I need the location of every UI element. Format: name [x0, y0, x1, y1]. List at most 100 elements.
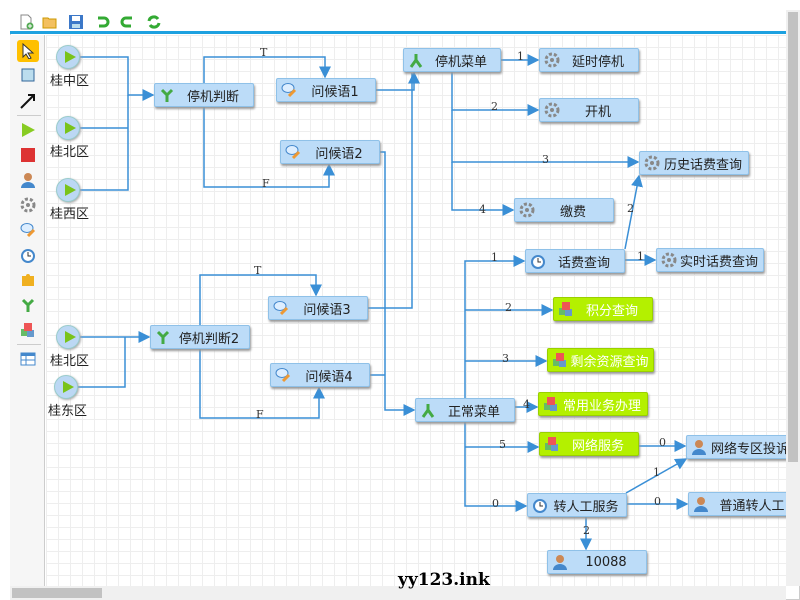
- gear-icon: [544, 102, 560, 118]
- table-icon: [20, 352, 36, 366]
- node-label: 实时话费查询: [679, 254, 758, 270]
- separator: [17, 115, 41, 116]
- marquee-tool[interactable]: [17, 64, 39, 86]
- module-node[interactable]: 剩余资源查询: [547, 348, 654, 372]
- module-node[interactable]: 积分查询: [553, 297, 653, 321]
- start-node[interactable]: [56, 116, 80, 140]
- prompt-node[interactable]: 问候语3: [268, 296, 368, 320]
- node-label: 10088: [585, 554, 627, 570]
- start-node[interactable]: [56, 45, 80, 69]
- cubes-tool[interactable]: [17, 319, 39, 341]
- fork-icon: [156, 330, 170, 344]
- refresh-icon[interactable]: [146, 14, 162, 30]
- speech-pencil-icon: [285, 145, 301, 160]
- prompt-node[interactable]: 问候语4: [270, 363, 370, 387]
- menu-branch-icon: [421, 404, 435, 418]
- open-folder-icon[interactable]: [42, 14, 58, 30]
- user-node[interactable]: 网络专区投诉: [686, 435, 796, 459]
- user-node[interactable]: 10088: [547, 550, 647, 574]
- start-node[interactable]: [56, 178, 80, 202]
- play-icon: [22, 123, 35, 137]
- user-node[interactable]: 普通转人工: [688, 492, 798, 516]
- undo-icon[interactable]: [94, 14, 110, 30]
- redo-icon[interactable]: [120, 14, 136, 30]
- separator: [17, 344, 41, 345]
- node-label: 停机判断2: [178, 331, 240, 347]
- end-tool[interactable]: [17, 144, 39, 166]
- node-label: 开机: [584, 104, 611, 120]
- palette: [10, 35, 45, 586]
- user-icon: [553, 555, 567, 570]
- plugin-tool[interactable]: [17, 269, 39, 291]
- node-label: 问候语2: [315, 146, 363, 162]
- cursor-icon: [22, 43, 35, 59]
- fork-tool[interactable]: [17, 294, 39, 316]
- start-node[interactable]: [54, 375, 78, 399]
- vertical-scroll-thumb[interactable]: [788, 12, 798, 462]
- user-icon: [692, 440, 706, 455]
- service-node[interactable]: 开机: [539, 98, 639, 122]
- cubes-icon: [545, 437, 558, 451]
- prompt-tool[interactable]: [17, 219, 39, 241]
- start-label: 桂北区: [50, 354, 90, 369]
- timer-node[interactable]: 话费查询: [525, 249, 625, 273]
- save-icon[interactable]: [68, 14, 84, 30]
- horizontal-scrollbar[interactable]: [10, 586, 786, 600]
- timer-tool[interactable]: [17, 244, 39, 266]
- speech-pencil-icon: [273, 301, 289, 316]
- horizontal-scroll-thumb[interactable]: [12, 588, 102, 598]
- node-label: 问候语1: [311, 84, 359, 100]
- prompt-node[interactable]: 问候语2: [280, 140, 380, 164]
- service-node[interactable]: 缴费: [514, 198, 614, 222]
- top-toolbar: [10, 10, 800, 34]
- table-tool[interactable]: [17, 348, 39, 370]
- clock-icon: [21, 249, 35, 263]
- timer-node[interactable]: 转人工服务: [527, 493, 627, 517]
- speech-pencil-icon: [20, 223, 36, 238]
- marquee-icon: [21, 68, 35, 82]
- select-tool[interactable]: [17, 40, 39, 62]
- fork-node[interactable]: 停机判断2: [150, 325, 250, 349]
- fork-node[interactable]: 停机判断: [154, 83, 254, 107]
- cubes-icon: [559, 302, 572, 316]
- speech-pencil-icon: [281, 83, 297, 98]
- user-icon: [694, 497, 708, 512]
- gear-icon: [20, 197, 36, 213]
- start-label: 桂北区: [50, 145, 90, 160]
- start-node[interactable]: [56, 325, 80, 349]
- node-label: 话费查询: [557, 255, 610, 271]
- fork-icon: [21, 298, 35, 312]
- flow-canvas[interactable]: [46, 35, 786, 586]
- node-label: 缴费: [559, 204, 586, 220]
- service-node[interactable]: 延时停机: [539, 48, 639, 72]
- service-node[interactable]: 实时话费查询: [656, 248, 764, 272]
- clock-icon: [531, 255, 545, 269]
- node-label: 普通转人工: [719, 498, 785, 514]
- service-task-tool[interactable]: [17, 194, 39, 216]
- module-node[interactable]: 网络服务: [539, 432, 639, 456]
- gear-icon: [661, 252, 677, 268]
- puzzle-icon: [22, 274, 34, 286]
- cubes-icon: [553, 353, 566, 367]
- user-task-tool[interactable]: [17, 169, 39, 191]
- user-icon: [21, 173, 35, 188]
- node-label: 问候语3: [303, 302, 351, 318]
- menu-node[interactable]: 停机菜单: [403, 48, 501, 72]
- stop-icon: [21, 148, 35, 162]
- cubes-icon: [544, 397, 557, 411]
- start-tool[interactable]: [17, 119, 39, 141]
- node-label: 积分查询: [585, 303, 638, 319]
- prompt-node[interactable]: 问候语1: [276, 78, 376, 102]
- menu-branch-icon: [409, 54, 423, 68]
- transition-tool[interactable]: [17, 90, 39, 112]
- fork-icon: [160, 88, 174, 102]
- gear-icon: [544, 52, 560, 68]
- arrow-icon: [20, 94, 35, 109]
- start-label: 桂东区: [48, 404, 88, 419]
- module-node[interactable]: 常用业务办理: [538, 392, 648, 416]
- node-label: 历史话费查询: [663, 157, 742, 173]
- clock-icon: [533, 499, 547, 513]
- menu-node[interactable]: 正常菜单: [415, 398, 515, 422]
- new-file-icon[interactable]: [18, 14, 34, 30]
- service-node[interactable]: 历史话费查询: [639, 151, 749, 175]
